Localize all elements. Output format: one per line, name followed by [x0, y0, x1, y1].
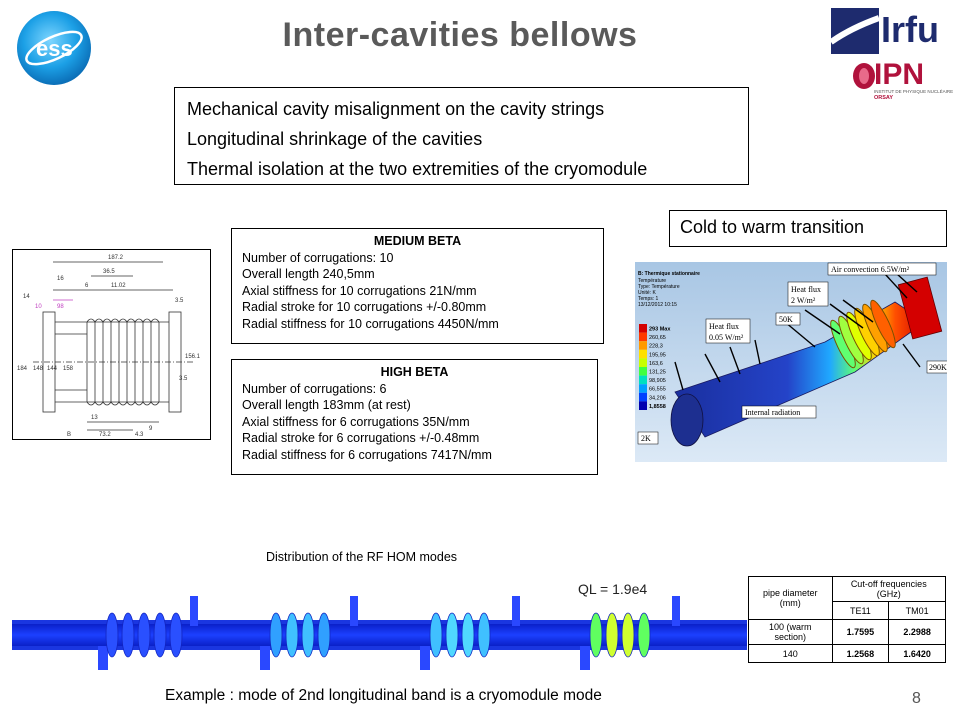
thermal-simulation: Air convection 6.5W/m² Heat flux 2 W/m² … [635, 262, 947, 462]
spec-line: Overall length 183mm (at rest) [242, 398, 411, 412]
svg-text:Heat flux: Heat flux [709, 322, 739, 331]
bellows-drawing: 187.2 36.5 16 6 11.02 14 10 98 3.5 3.5 1… [12, 249, 211, 440]
legend-label: 293 Max [649, 327, 671, 333]
legend-swatch [639, 341, 647, 350]
legend-swatch [639, 401, 647, 410]
legend-label: 34,206 [649, 395, 666, 401]
svg-text:11.02: 11.02 [111, 283, 126, 289]
table-row: 140 1.2568 1.6420 [748, 644, 946, 663]
legend-label: 195,95 [649, 352, 666, 358]
legend-label: 228,3 [649, 344, 663, 350]
legend-label: 260,65 [649, 335, 666, 341]
legend-swatch [639, 358, 647, 367]
irfu-logo: Irfu [831, 8, 939, 54]
ess-logo: ess [17, 11, 91, 85]
svg-text:3.5: 3.5 [175, 298, 184, 304]
svg-text:148: 148 [33, 366, 44, 372]
legend-label: 98,905 [649, 378, 666, 384]
legend-swatch [639, 384, 647, 393]
svg-text:13/12/2012 10:15: 13/12/2012 10:15 [638, 302, 677, 308]
svg-text:98: 98 [57, 304, 64, 310]
svg-text:4.3: 4.3 [135, 432, 144, 438]
high-beta-box: HIGH BETA Number of corrugations: 6 Over… [231, 359, 598, 475]
legend-label: 1,8558 [649, 404, 666, 410]
goal-line: Longitudinal shrinkage of the cavities [187, 129, 483, 149]
svg-text:184: 184 [17, 366, 28, 372]
legend-swatch [639, 367, 647, 376]
ql-label: QL = 1.9e4 [578, 581, 648, 597]
svg-text:9: 9 [149, 426, 153, 432]
legend-label: 131,25 [649, 370, 666, 376]
page-title: Inter-cavities bellows [282, 16, 638, 54]
svg-text:14: 14 [23, 294, 30, 300]
table-row: TE11 TM01 [749, 601, 946, 620]
legend-label: 163,6 [649, 361, 663, 367]
hom-caption: Distribution of the RF HOM modes [266, 550, 458, 564]
svg-text:Internal radiation: Internal radiation [745, 408, 800, 417]
svg-text:6: 6 [85, 283, 89, 289]
svg-text:10: 10 [35, 304, 42, 310]
medium-beta-heading: MEDIUM BETA [373, 234, 462, 248]
legend-label: 66,555 [649, 387, 666, 393]
spec-line: Number of corrugations: 6 [242, 381, 387, 396]
legend-swatch [639, 392, 647, 402]
svg-text:0.05 W/m²: 0.05 W/m² [709, 333, 744, 342]
svg-text:Temps: 1: Temps: 1 [638, 296, 659, 302]
spec-line: Radial stroke for 6 corrugations +/-0.48… [242, 431, 480, 445]
legend-swatch [639, 324, 647, 333]
svg-text:290K: 290K [929, 363, 947, 372]
svg-text:16: 16 [57, 276, 64, 282]
page-number: 8 [912, 690, 921, 707]
spec-line: Overall length 240,5mm [242, 267, 375, 281]
spec-line: Radial stiffness for 6 corrugations 7417… [242, 447, 492, 462]
legend-swatch [639, 349, 647, 359]
svg-text:Température: Température [638, 278, 666, 284]
svg-text:Heat flux: Heat flux [791, 285, 821, 294]
cutoff-table: pipe diameter(mm) Cut-off frequencies(GH… [748, 576, 947, 663]
ipn-logo: IPN INSTITUT DE PHYSIQUE NUCLÉAIRE ORSAY [852, 58, 953, 104]
svg-text:156.1: 156.1 [185, 354, 201, 360]
svg-text:Type: Température: Type: Température [638, 284, 680, 290]
medium-beta-box: MEDIUM BETA Number of corrugations: 10 O… [231, 228, 604, 344]
svg-text:73.2: 73.2 [99, 432, 111, 438]
table-row: pipe diameter(mm) Cut-off frequencies(GH… [748, 576, 947, 620]
spec-line: Number of corrugations: 10 [242, 250, 394, 265]
svg-text:36.5: 36.5 [103, 269, 115, 275]
svg-text:13: 13 [91, 415, 98, 421]
example-caption: Example : mode of 2nd longitudinal band … [165, 687, 602, 704]
spec-line: Radial stroke for 10 corrugations +/-0.8… [242, 300, 487, 314]
legend-swatch [639, 332, 647, 342]
svg-text:2K: 2K [641, 434, 651, 443]
svg-text:187.2: 187.2 [108, 255, 124, 261]
svg-text:144: 144 [47, 366, 58, 372]
svg-text:B: B [67, 432, 71, 438]
legend-swatch [639, 375, 647, 385]
cold-warm-label: Cold to warm transition [669, 210, 947, 247]
spec-line: Radial stiffness for 10 corrugations 445… [242, 316, 499, 331]
svg-text:Air convection 6.5W/m²: Air convection 6.5W/m² [831, 265, 910, 274]
svg-text:50K: 50K [779, 315, 793, 324]
hom-mode-plot [12, 576, 747, 686]
spec-line: Axial stiffness for 10 corrugations 21N/… [242, 283, 477, 298]
high-beta-heading: HIGH BETA [380, 365, 449, 379]
svg-text:158: 158 [63, 366, 74, 372]
svg-text:ess: ess [36, 36, 73, 61]
spec-line: Axial stiffness for 6 corrugations 35N/m… [242, 414, 470, 429]
svg-text:3.5: 3.5 [179, 376, 188, 382]
svg-text:2 W/m²: 2 W/m² [791, 296, 816, 305]
goal-line: Thermal isolation at the two extremities… [187, 159, 648, 179]
goals-box: Mechanical cavity misalignment on the ca… [174, 87, 749, 185]
svg-text:B: Thermique stationnaire: B: Thermique stationnaire [638, 271, 700, 277]
svg-text:Unité: K: Unité: K [638, 290, 656, 296]
goal-line: Mechanical cavity misalignment on the ca… [187, 99, 605, 119]
